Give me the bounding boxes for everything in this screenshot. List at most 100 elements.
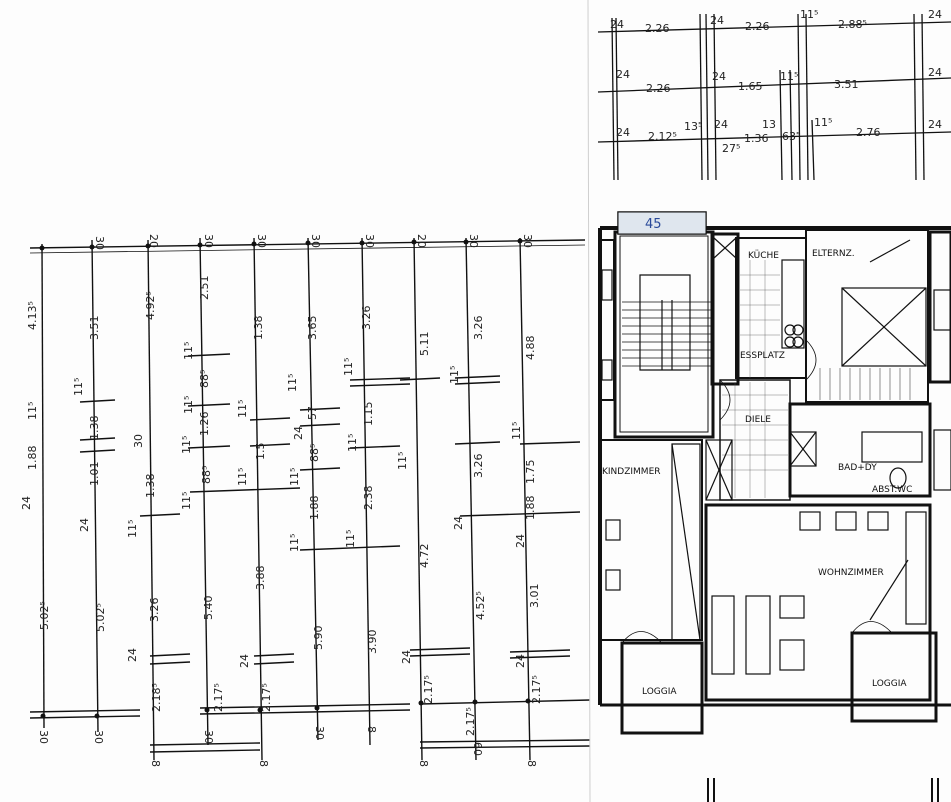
room-bath: BAD+DY — [838, 463, 877, 473]
svg-text:11⁵: 11⁵ — [286, 374, 299, 392]
top-label-5: 30 — [363, 234, 376, 248]
svg-text:1.01: 1.01 — [88, 462, 101, 487]
svg-text:24: 24 — [928, 66, 942, 79]
room-child: KINDZIMMER — [602, 467, 661, 477]
svg-text:24: 24 — [126, 648, 139, 662]
svg-text:1.15: 1.15 — [362, 402, 375, 427]
svg-text:2.18⁵: 2.18⁵ — [150, 683, 163, 712]
svg-text:11⁵: 11⁵ — [510, 422, 523, 440]
svg-text:24: 24 — [292, 426, 305, 440]
svg-text:1.36: 1.36 — [744, 132, 769, 145]
top-label-6: 20 — [415, 234, 428, 248]
dims-col-0: 4.13⁵ 11⁵ 1.88 24 5.02⁵ — [20, 301, 51, 630]
svg-text:13⁵: 13⁵ — [684, 120, 702, 133]
top-strip-labels: 24 2.26 24 2.26 11⁵ 2.88⁵ 24 24 2.26 24 … — [610, 8, 942, 155]
svg-text:11⁵: 11⁵ — [72, 378, 85, 396]
svg-text:11⁵: 11⁵ — [448, 366, 461, 384]
room-storage: ABST.WC — [872, 485, 912, 495]
svg-text:11⁵: 11⁵ — [342, 358, 355, 376]
bottom-label-0: 30 — [37, 730, 50, 744]
svg-text:11⁵: 11⁵ — [288, 534, 301, 552]
dimension-strip-top — [597, 13, 951, 181]
svg-text:11⁵: 11⁵ — [288, 468, 301, 486]
svg-text:3.26: 3.26 — [472, 316, 485, 341]
dims-col-3: 2.51 11⁵ 88⁵ 11⁵ 1.26 11⁵ 88⁵ 11⁵ 5.40 2… — [180, 276, 225, 713]
room-hall: DIELE — [745, 415, 771, 425]
svg-text:5.90: 5.90 — [312, 626, 325, 651]
svg-text:2.17⁵: 2.17⁵ — [212, 683, 225, 712]
svg-text:24: 24 — [514, 654, 527, 668]
plan-number: 45 — [645, 217, 662, 232]
room-loggia-left: LOGGIA — [642, 687, 677, 697]
svg-text:3.90: 3.90 — [366, 630, 379, 655]
svg-text:11⁵: 11⁵ — [344, 530, 357, 548]
svg-text:24: 24 — [610, 18, 624, 31]
bottom-label-2: 8 — [149, 760, 162, 767]
svg-text:11⁵: 11⁵ — [236, 400, 249, 418]
svg-text:1.75: 1.75 — [524, 460, 537, 485]
svg-text:57: 57 — [306, 406, 319, 420]
top-label-7: 30 — [467, 234, 480, 248]
svg-text:2.26: 2.26 — [646, 82, 671, 95]
dims-col-8: 3.26 11⁵ 3.26 24 4.52⁵ 2.17⁵ — [448, 316, 487, 737]
plan-number-box — [617, 211, 707, 235]
svg-text:1.88: 1.88 — [26, 446, 39, 471]
dim-total-col0: 4.13⁵ — [26, 301, 39, 330]
svg-text:2.17⁵: 2.17⁵ — [464, 707, 477, 736]
svg-text:2.17⁵: 2.17⁵ — [260, 683, 273, 712]
dims-col-7: 5.11 11⁵ 4.72 24 2.17⁵ — [396, 332, 435, 705]
svg-text:3.01: 3.01 — [528, 584, 541, 609]
svg-text:2.17⁵: 2.17⁵ — [422, 675, 435, 704]
room-parents: ELTERNZ. — [812, 249, 855, 259]
svg-text:88⁵: 88⁵ — [198, 370, 211, 388]
svg-text:24: 24 — [238, 654, 251, 668]
svg-text:3.26: 3.26 — [360, 306, 373, 331]
top-label-8: 30 — [521, 234, 534, 248]
svg-text:1.38: 1.38 — [144, 474, 157, 499]
svg-text:11⁵: 11⁵ — [182, 396, 195, 414]
svg-text:1.26: 1.26 — [198, 412, 211, 437]
svg-text:11⁵: 11⁵ — [800, 8, 818, 21]
page-fold — [587, 0, 591, 802]
svg-text:13: 13 — [762, 118, 776, 131]
svg-text:3.51: 3.51 — [88, 316, 101, 341]
svg-text:88⁵: 88⁵ — [308, 444, 321, 462]
grid-top-labels: 30 20 30 30 30 30 20 30 30 — [93, 234, 534, 250]
svg-text:11⁵: 11⁵ — [396, 452, 409, 470]
svg-text:1.5: 1.5 — [254, 443, 267, 461]
grid-nodes — [39, 238, 531, 719]
room-loggia-right: LOGGIA — [872, 679, 907, 689]
svg-text:5.40: 5.40 — [202, 596, 215, 621]
room-living: WOHNZIMMER — [818, 568, 884, 578]
svg-text:2.26: 2.26 — [745, 20, 770, 33]
svg-text:2.76: 2.76 — [856, 126, 881, 139]
svg-text:11⁵: 11⁵ — [126, 520, 139, 538]
dims-col-6: 3.26 11⁵ 1.15 11⁵ 2.38 11⁵ 3.90 — [342, 306, 379, 655]
svg-text:2.17⁵: 2.17⁵ — [530, 675, 543, 704]
bottom-label-3: 30 — [202, 730, 215, 744]
svg-text:11⁵: 11⁵ — [26, 402, 39, 420]
svg-text:3.51: 3.51 — [834, 78, 859, 91]
svg-text:3.88: 3.88 — [254, 566, 267, 591]
svg-text:24: 24 — [616, 68, 630, 81]
svg-text:5.02⁵: 5.02⁵ — [38, 601, 51, 630]
dims-col-5: 3.65 11⁵ 57 24 88⁵ 11⁵ 1.88 11⁵ 5.90 — [286, 316, 325, 651]
dims-col-4: 1.38 11⁵ 1.5 11⁵ 3.88 24 2.17⁵ — [236, 316, 273, 713]
svg-text:24: 24 — [710, 14, 724, 27]
svg-text:2.26: 2.26 — [645, 22, 670, 35]
svg-text:11⁵: 11⁵ — [180, 492, 193, 510]
svg-text:4.92⁵: 4.92⁵ — [144, 291, 157, 320]
svg-text:4.88: 4.88 — [524, 336, 537, 361]
svg-text:2.88⁵: 2.88⁵ — [838, 18, 867, 31]
svg-text:24: 24 — [452, 516, 465, 530]
svg-text:27⁵: 27⁵ — [722, 142, 740, 155]
dimension-grid-left — [29, 237, 591, 761]
svg-text:2.38: 2.38 — [362, 486, 375, 511]
svg-text:5.02⁵: 5.02⁵ — [94, 603, 107, 632]
top-label-0: 30 — [93, 236, 106, 250]
top-label-1: 20 — [147, 234, 160, 248]
svg-text:3.26: 3.26 — [472, 454, 485, 479]
dims-col-1: 3.51 11⁵ 1.38 1.01 24 5.02⁵ — [72, 316, 107, 633]
svg-text:24: 24 — [20, 496, 33, 510]
